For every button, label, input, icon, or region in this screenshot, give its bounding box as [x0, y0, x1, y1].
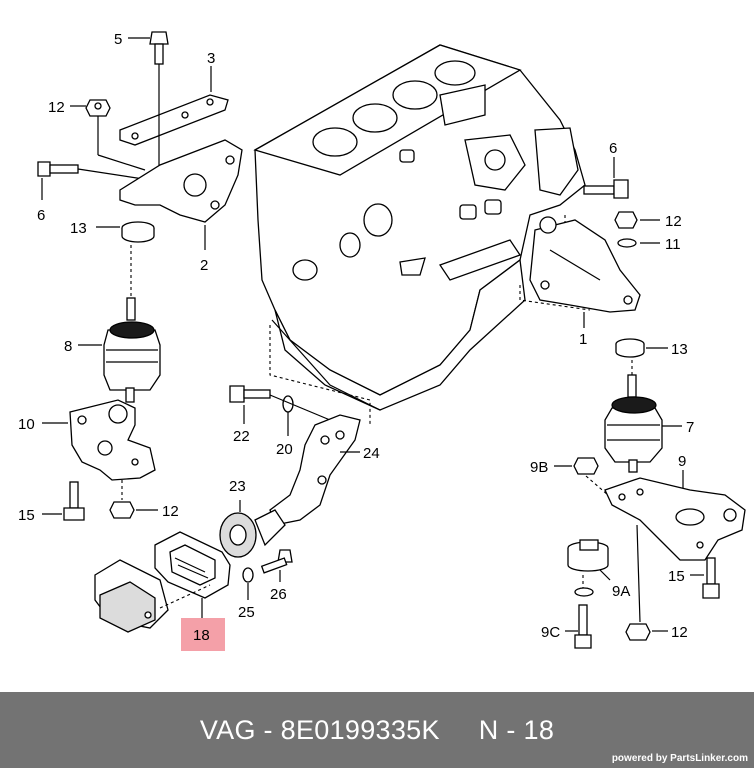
callout-13[interactable]: 13 [671, 341, 688, 358]
part-6-bolt-right[interactable] [583, 179, 629, 199]
callout-12[interactable]: 12 [48, 99, 65, 116]
callout-1[interactable]: 1 [579, 331, 587, 348]
exploded-parts-diagram: 5 3 12 6 13 2 8 10 15 12 22 20 2 [18, 31, 746, 651]
callout-20[interactable]: 20 [276, 441, 293, 458]
part-9a-bushing[interactable] [567, 539, 609, 572]
part-12-nut-bottom-right[interactable] [625, 623, 651, 641]
assembly-guide-line [269, 325, 371, 425]
part-3-plate[interactable] [119, 94, 229, 146]
part-12-nut-right[interactable] [614, 211, 638, 229]
footer-bar: VAG - 8E0199335K N - 18 powered by Parts… [0, 692, 754, 768]
callout-18[interactable]: 18 [193, 627, 210, 644]
callout-18-highlight [181, 618, 225, 651]
callout-6[interactable]: 6 [37, 207, 45, 224]
callout-25[interactable]: 25 [238, 604, 255, 621]
part-9b-nut[interactable] [573, 457, 599, 475]
part-9a-washer[interactable] [574, 587, 594, 597]
callout-2[interactable]: 2 [200, 257, 208, 274]
part-13-washer-right[interactable] [615, 338, 645, 358]
part-8-engine-mount[interactable] [103, 297, 161, 403]
part-18-lower-housing[interactable] [94, 559, 169, 633]
powered-by-link[interactable]: powered by PartsLinker.com [611, 753, 748, 764]
callout-9C[interactable]: 9C [541, 624, 560, 641]
callout-13[interactable]: 13 [70, 220, 87, 237]
callout-8[interactable]: 8 [64, 338, 72, 355]
part-13-washer-left[interactable] [121, 221, 155, 243]
part-9c-bolt[interactable] [574, 604, 592, 649]
engine-block [253, 44, 586, 411]
part-7-engine-mount[interactable] [604, 374, 663, 473]
callout-15[interactable]: 15 [18, 507, 35, 524]
part-12-nut-top[interactable] [85, 99, 111, 117]
callout-5[interactable]: 5 [114, 31, 122, 48]
callout-9[interactable]: 9 [678, 453, 686, 470]
part-5-bolt[interactable] [149, 31, 169, 65]
part-24-bracket[interactable] [269, 414, 361, 526]
part-2-bracket[interactable] [119, 139, 243, 223]
callout-24[interactable]: 24 [363, 445, 380, 462]
part-15-bolt-left[interactable] [63, 481, 85, 521]
callout-23[interactable]: 23 [229, 478, 246, 495]
callout-22[interactable]: 22 [233, 428, 250, 445]
callout-9A[interactable]: 9A [612, 583, 630, 600]
callout-12[interactable]: 12 [162, 503, 179, 520]
part-12-nut-left[interactable] [109, 501, 135, 519]
callouts: 5 3 12 6 13 2 8 10 15 12 22 20 2 [18, 31, 704, 651]
part-number-caption: VAG - 8E0199335K N - 18 [199, 715, 555, 745]
callout-26[interactable]: 26 [270, 586, 287, 603]
part-26-bolt[interactable] [260, 549, 293, 574]
part-9-bracket[interactable] [604, 477, 746, 561]
callout-12[interactable]: 12 [671, 624, 688, 641]
callout-15[interactable]: 15 [668, 568, 685, 585]
callout-9B[interactable]: 9B [530, 459, 548, 476]
part-11-washer[interactable] [617, 238, 637, 248]
part-1-bracket[interactable] [529, 216, 641, 313]
callout-12[interactable]: 12 [665, 213, 682, 230]
part-22-bolt[interactable] [229, 385, 271, 403]
callout-6[interactable]: 6 [609, 140, 617, 157]
assembly-guide-line [519, 285, 591, 311]
callout-10[interactable]: 10 [18, 416, 35, 433]
part-15-bolt-right[interactable] [702, 557, 720, 599]
callout-11[interactable]: 11 [665, 236, 681, 253]
part-18-transmission-mount[interactable] [154, 531, 231, 599]
part-25-washer[interactable] [242, 567, 254, 583]
part-6-bolt-left[interactable] [37, 161, 79, 177]
callout-3[interactable]: 3 [207, 50, 215, 67]
part-10-bracket[interactable] [69, 399, 156, 481]
part-23-rubber-bushing[interactable] [219, 509, 286, 558]
callout-7[interactable]: 7 [686, 419, 694, 436]
